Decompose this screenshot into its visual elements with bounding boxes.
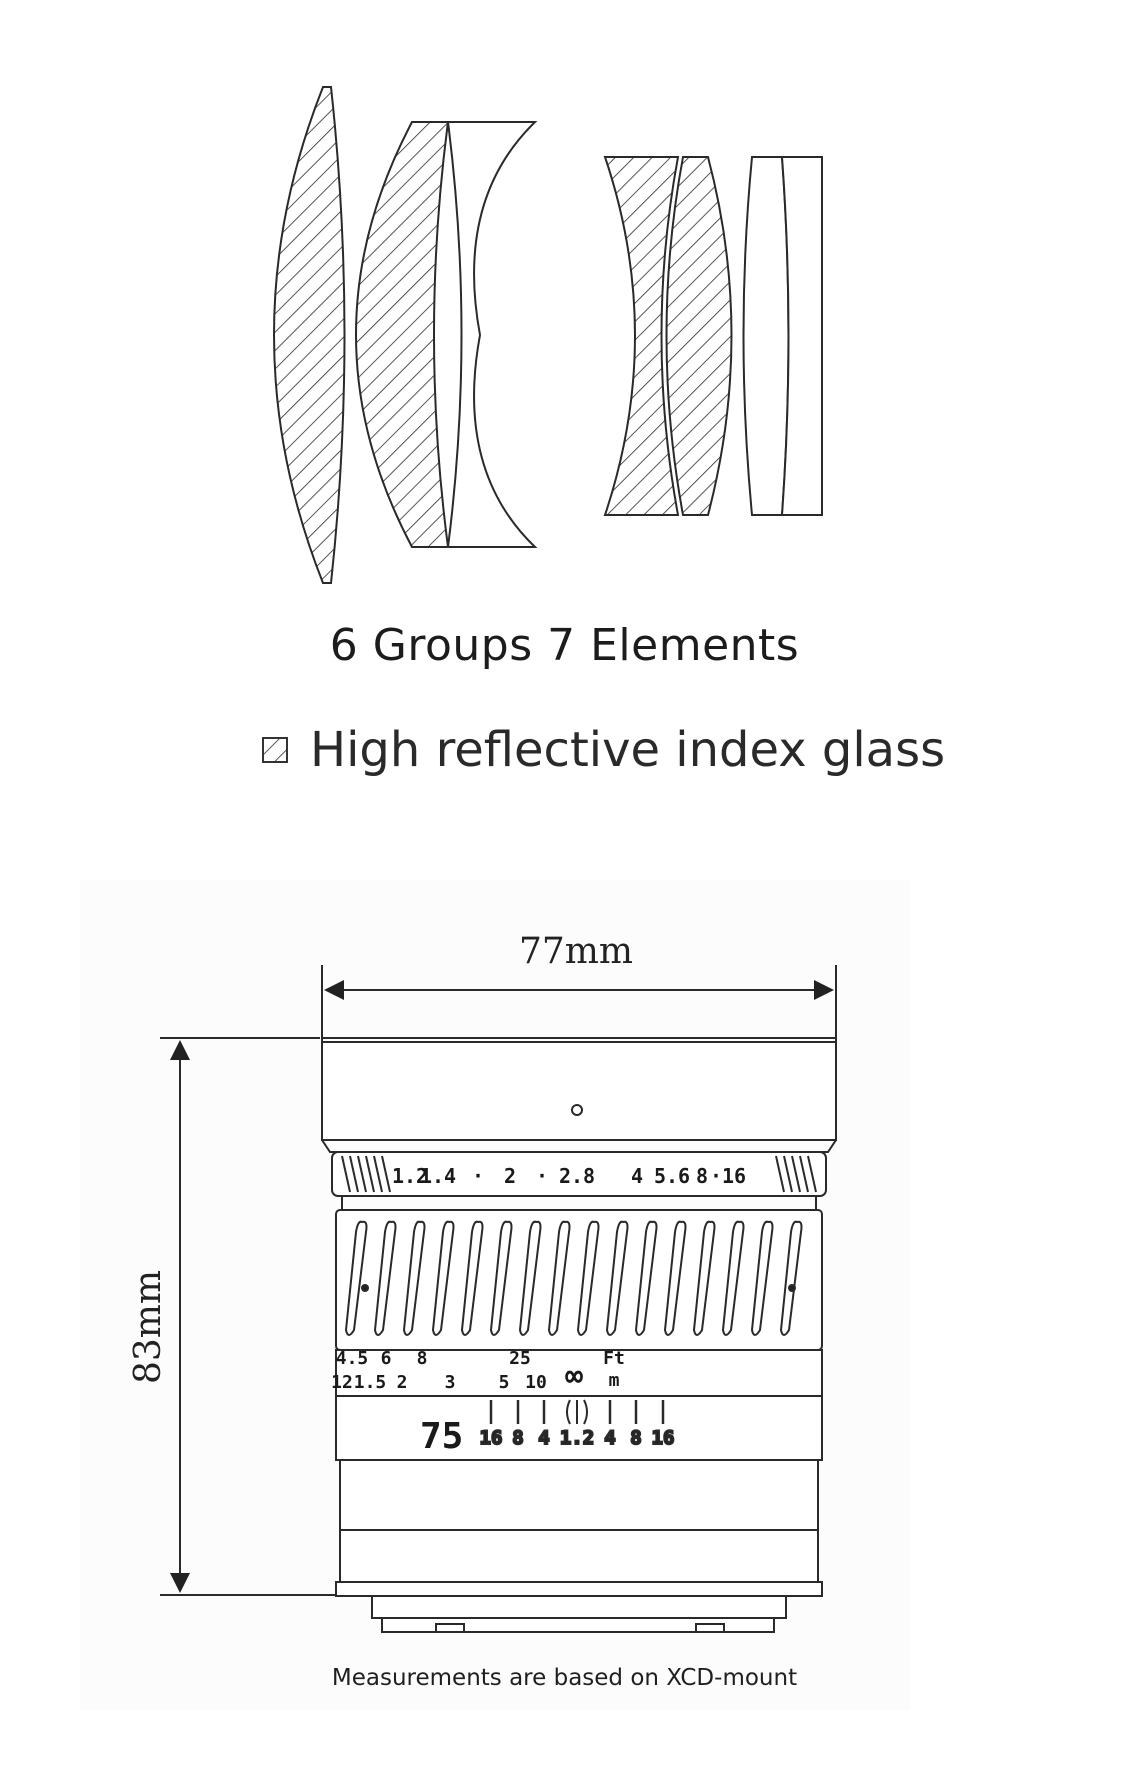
lens-element-6	[742, 156, 790, 516]
dof-value: 8	[512, 1427, 523, 1449]
aperture-value: 2	[504, 1164, 516, 1188]
aperture-value: ·16	[710, 1164, 746, 1188]
unit-ft: Ft	[603, 1348, 625, 1369]
grip-slot	[518, 1220, 542, 1336]
distance-m-value: 12	[331, 1372, 353, 1393]
focal-length-label: 75	[420, 1416, 463, 1457]
distance-ft-value: 6	[381, 1348, 392, 1369]
legend: High reflective index glass	[262, 720, 945, 780]
distance-scale-barrel	[335, 1349, 823, 1461]
distance-ft-value: 4.5	[336, 1348, 369, 1369]
lens-element-1	[273, 86, 346, 584]
lens-element-7	[780, 156, 823, 516]
grip-slot	[373, 1220, 397, 1336]
distance-ft-value: 25	[509, 1348, 531, 1369]
distance-m-value: 2	[397, 1372, 408, 1393]
focus-index-mark	[566, 1399, 588, 1425]
measurement-note: Measurements are based on XCD-mount	[331, 1665, 798, 1691]
lens-element-2	[355, 121, 450, 548]
aperture-value: ·	[472, 1164, 484, 1188]
index-mark	[571, 1104, 583, 1116]
grip-slot	[721, 1220, 745, 1336]
lens-element-4	[603, 156, 680, 516]
legend-label: High reflective index glass	[310, 722, 946, 778]
grip-slot	[489, 1220, 513, 1336]
lens-element-5	[665, 156, 733, 516]
grip-slot	[344, 1220, 368, 1336]
aperture-value: ·	[536, 1164, 548, 1188]
dof-value: 16	[652, 1427, 675, 1449]
dof-value: 4	[538, 1427, 549, 1449]
mount-bayonet	[381, 1617, 775, 1633]
grip-slot	[692, 1220, 716, 1336]
aperture-value: 5.6	[654, 1164, 690, 1188]
focus-grip-slots	[344, 1220, 803, 1336]
aperture-value: 2.8	[559, 1164, 595, 1188]
lens-elements-diagram	[273, 86, 823, 584]
distance-m-value: 5	[499, 1372, 510, 1393]
distance-m-value: 3	[445, 1372, 456, 1393]
distance-ft-value: 8	[417, 1348, 428, 1369]
grip-slot	[402, 1220, 426, 1336]
lens-element-3	[446, 121, 538, 548]
height-label: 83mm	[128, 1270, 169, 1384]
width-label: 77mm	[519, 931, 633, 972]
mount-flange	[335, 1581, 823, 1597]
grip-slot	[634, 1220, 658, 1336]
grip-slot	[663, 1220, 687, 1336]
grip-slot	[460, 1220, 484, 1336]
infinity-mark: ∞	[565, 1359, 583, 1394]
distance-m-value: 10	[525, 1372, 547, 1393]
lens-hood	[321, 1037, 837, 1141]
grip-slot	[779, 1220, 803, 1336]
optics-title: 6 Groups 7 Elements	[329, 620, 800, 671]
aperture-value: 1.4	[420, 1164, 456, 1188]
dof-value: 1.2	[560, 1427, 594, 1449]
grip-slot	[576, 1220, 600, 1336]
distance-m-value: 1.5	[354, 1372, 387, 1393]
grip-slot	[547, 1220, 571, 1336]
aperture-value: 8	[696, 1164, 708, 1188]
grip-slot	[605, 1220, 629, 1336]
aperture-value: 4	[631, 1164, 643, 1188]
dof-value: 16	[480, 1427, 503, 1449]
unit-m: m	[609, 1370, 620, 1391]
grip-slot	[431, 1220, 455, 1336]
hatch-swatch-icon	[262, 737, 288, 763]
dof-value: 4	[604, 1427, 615, 1449]
dof-value: 8	[630, 1427, 641, 1449]
aperture-value: 1.2	[392, 1164, 428, 1188]
rear-barrel	[339, 1459, 819, 1583]
grip-slot	[750, 1220, 774, 1336]
mount-base	[371, 1595, 787, 1619]
